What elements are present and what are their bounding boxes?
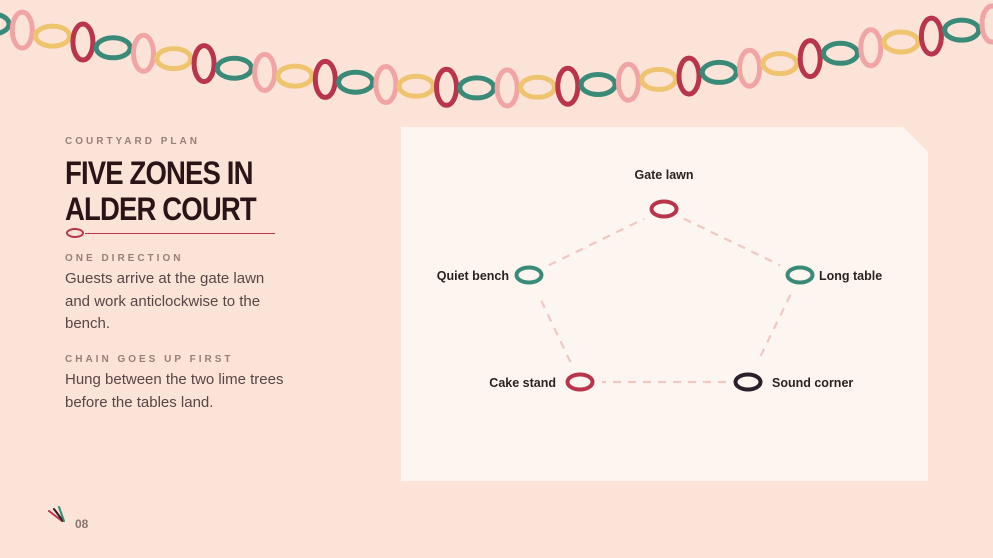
node-gate-ring — [649, 199, 679, 219]
title-line-1: FIVE ZONES IN — [65, 155, 253, 191]
chain-link — [942, 17, 982, 43]
chain-link — [797, 38, 823, 80]
chain-link — [93, 35, 133, 61]
chain-link — [737, 47, 763, 89]
section-eyebrow: COURTYARD PLAN — [65, 136, 200, 147]
node-cake-label: Cake stand — [489, 376, 556, 390]
chain-link — [881, 29, 921, 55]
node-long-ring — [785, 265, 815, 285]
node-long-label: Long table — [819, 269, 882, 283]
chain-link — [639, 66, 679, 92]
chain-link — [494, 67, 520, 109]
note-heading-chain: CHAIN GOES UP FIRST — [65, 354, 234, 365]
chain-link — [396, 73, 436, 99]
chain-link — [312, 58, 338, 100]
chain-link — [373, 64, 399, 105]
title-line-2: ALDER COURT — [65, 191, 257, 227]
edge-long-sound — [756, 294, 792, 363]
node-quiet-ring — [514, 265, 544, 285]
note-line: bench. — [65, 315, 111, 332]
chain-link — [214, 55, 254, 81]
divider-line — [85, 233, 275, 234]
chain-link — [858, 27, 884, 69]
note-line: and work anticlockwise to the — [65, 292, 261, 310]
chain-link — [821, 40, 860, 66]
title-divider — [65, 226, 280, 240]
edge-cake-quiet — [537, 294, 572, 363]
chain-link — [434, 66, 459, 108]
chain-link — [33, 23, 73, 49]
chain-link — [0, 12, 12, 36]
node-cake-ring — [565, 372, 595, 392]
chain-link — [555, 65, 581, 107]
chain-link — [578, 72, 618, 97]
note-line: Guests arrive at the gate lawn — [65, 270, 265, 287]
node-sound-ring — [733, 372, 763, 392]
chain-link — [518, 74, 557, 100]
chain-link — [9, 9, 35, 51]
edge-quiet-gate — [548, 217, 645, 267]
chain-link — [615, 61, 641, 103]
note-body-direction: Guests arrive at the gate lawn and work … — [65, 268, 305, 336]
node-gate-label: Gate lawn — [634, 168, 693, 182]
chain-link — [191, 43, 217, 85]
edge-gate-long — [683, 217, 781, 267]
page-title: FIVE ZONES IN ALDER COURT — [65, 155, 257, 227]
page-number: 08 — [75, 517, 89, 531]
note-line: Hung between the two lime trees — [65, 371, 284, 388]
brand-mark-icon — [48, 506, 65, 522]
node-sound-label: Sound corner — [772, 376, 853, 390]
note-body-chain: Hung between the two lime trees before t… — [65, 369, 305, 414]
chain-link — [699, 59, 739, 85]
chain-link — [336, 69, 376, 95]
chain-link — [154, 46, 194, 72]
divider-ring-icon — [66, 228, 84, 238]
chain-link — [760, 51, 800, 77]
chain-link — [918, 15, 944, 57]
note-heading-direction: ONE DIRECTION — [65, 253, 184, 264]
chain-link — [70, 21, 96, 63]
chain-link — [275, 63, 315, 89]
chain-link — [252, 51, 278, 93]
chain-link — [979, 3, 993, 45]
note-line: before the tables land. — [65, 393, 214, 411]
chain-link — [131, 32, 156, 74]
chain-link — [676, 55, 702, 97]
chain-link — [457, 75, 497, 101]
paper-chain-garland — [0, 3, 993, 109]
node-quiet-label: Quiet bench — [437, 269, 509, 283]
